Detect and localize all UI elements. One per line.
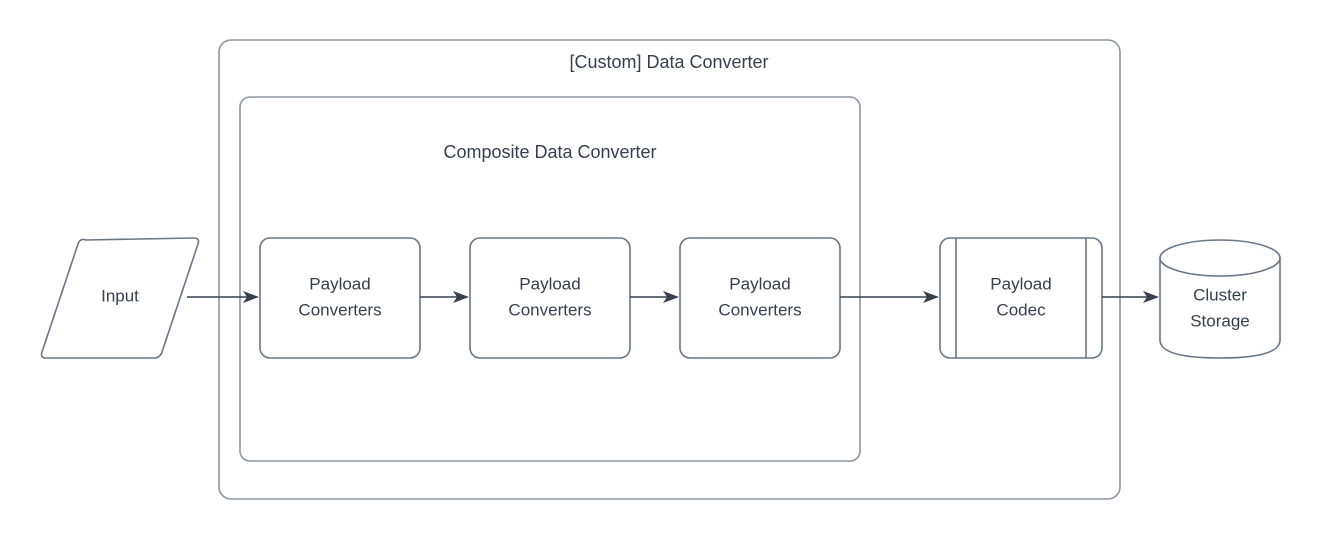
- container-composite-data-converter-title: Composite Data Converter: [443, 142, 656, 162]
- node-cluster-storage[interactable]: Cluster Storage: [1159, 239, 1281, 359]
- input-parallelogram-shape: [40, 237, 200, 359]
- input-label: Input: [101, 286, 139, 305]
- node-payload-converters-1[interactable]: Payload Converters: [259, 237, 421, 359]
- payload-codec-label-line2: Codec: [996, 300, 1046, 319]
- cluster-storage-label-line1: Cluster: [1193, 285, 1247, 304]
- container-custom-data-converter-border: [218, 39, 1121, 500]
- edge-codec-to-storage-arrowhead: [1143, 291, 1159, 303]
- edge-pc3-to-codec-arrowhead: [923, 291, 939, 303]
- container-composite-data-converter-border: [239, 96, 861, 462]
- edge-pc2-to-pc3-arrowhead: [663, 291, 679, 303]
- container-custom-data-converter[interactable]: [Custom] Data Converter: [218, 39, 1121, 500]
- payload-converters-3-label-line1: Payload: [729, 274, 790, 293]
- payload-codec-label-line1: Payload: [990, 274, 1051, 293]
- container-custom-data-converter-title: [Custom] Data Converter: [569, 52, 768, 72]
- node-payload-converters-3[interactable]: Payload Converters: [679, 237, 841, 359]
- edge-input-to-payload-converters-1: [187, 291, 259, 303]
- container-composite-data-converter[interactable]: Composite Data Converter: [239, 96, 861, 462]
- node-input[interactable]: Input: [40, 237, 200, 359]
- edge-payload-converters-1-to-2: [420, 291, 469, 303]
- edge-payload-converters-2-to-3: [630, 291, 679, 303]
- payload-converters-2-label-line1: Payload: [519, 274, 580, 293]
- payload-converters-2-label-line2: Converters: [508, 300, 591, 319]
- payload-converters-2-shape: [469, 237, 631, 359]
- cluster-storage-body: [1159, 257, 1281, 359]
- payload-codec-shape: [939, 237, 1103, 359]
- edge-payload-codec-to-cluster-storage: [1102, 291, 1159, 303]
- node-payload-codec[interactable]: Payload Codec: [939, 237, 1103, 359]
- node-payload-converters-2[interactable]: Payload Converters: [469, 237, 631, 359]
- cluster-storage-top-ellipse: [1159, 239, 1281, 277]
- payload-converters-1-label-line1: Payload: [309, 274, 370, 293]
- edge-input-to-pc1-arrowhead: [243, 291, 259, 303]
- payload-converters-1-label-line2: Converters: [298, 300, 381, 319]
- edge-payload-converters-3-to-payload-codec: [840, 291, 939, 303]
- payload-converters-1-shape: [259, 237, 421, 359]
- payload-converters-3-label-line2: Converters: [718, 300, 801, 319]
- payload-converters-3-shape: [679, 237, 841, 359]
- edge-pc1-to-pc2-arrowhead: [453, 291, 469, 303]
- cluster-storage-label-line2: Storage: [1190, 311, 1250, 330]
